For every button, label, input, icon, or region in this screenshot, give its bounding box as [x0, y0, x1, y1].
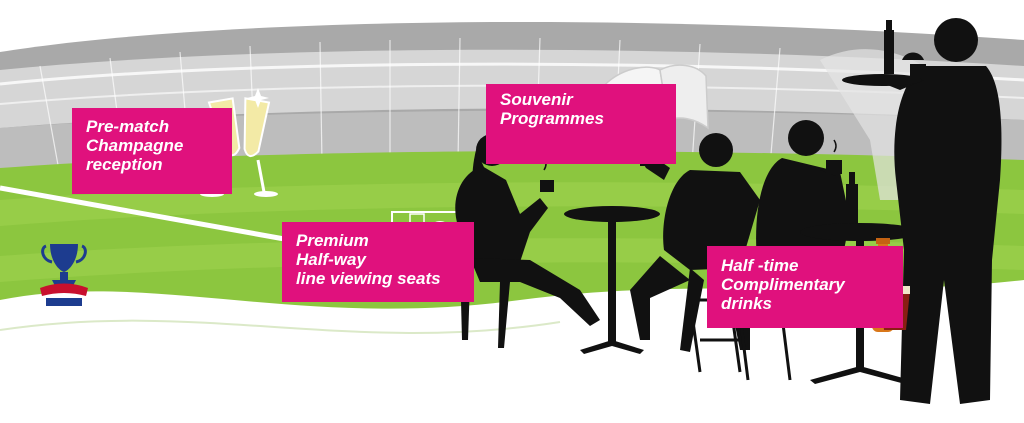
callout-halftime-drinks: Half -time Complimentary drinks — [707, 246, 903, 328]
callout-line: reception — [86, 155, 163, 174]
callout-line: Champagne — [86, 136, 184, 155]
callout-champagne-reception: Pre-match Champagne reception — [72, 108, 232, 194]
callout-premium-seats: Premium Half-way line viewing seats — [282, 222, 474, 302]
callout-line: Half -time — [721, 256, 799, 275]
callout-line: line viewing seats — [296, 269, 441, 288]
callout-line: drinks — [721, 294, 773, 313]
callout-line: Pre-match — [86, 117, 170, 136]
callout-line: Souvenir — [500, 90, 573, 109]
callout-line: Complimentary — [721, 275, 845, 294]
table-silhouette — [564, 206, 660, 354]
callout-line: Half-way — [296, 250, 366, 269]
waiter-silhouette — [842, 18, 1002, 404]
fa-cup-logo-icon — [40, 244, 88, 306]
callout-souvenir-programmes: Souvenir Programmes — [486, 84, 676, 164]
callout-line: Premium — [296, 231, 369, 250]
callout-line: Programmes — [500, 109, 604, 128]
